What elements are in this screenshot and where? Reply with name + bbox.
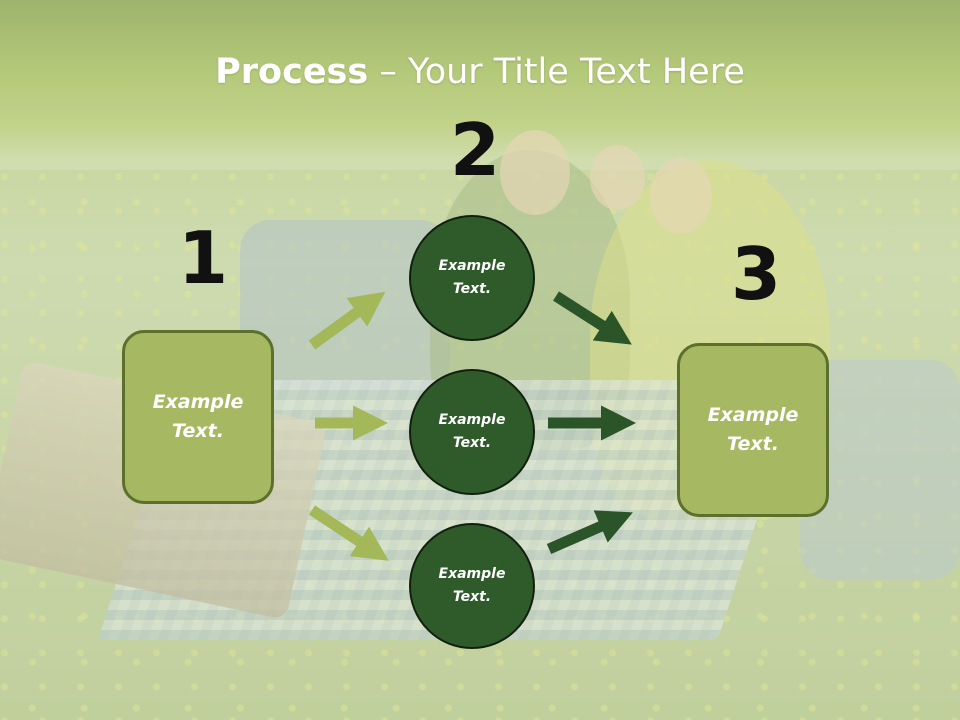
slide-title: Process – Your Title Text Here — [0, 52, 960, 92]
background-face-woman — [650, 158, 712, 234]
process-box-left: Example Text. — [122, 330, 274, 504]
process-box-right: Example Text. — [677, 343, 829, 517]
circle-3-line1: Example — [438, 566, 506, 582]
process-circle-3: Example Text. — [409, 523, 535, 649]
step-number-3: 3 — [731, 232, 782, 316]
step-number-1: 1 — [178, 216, 229, 300]
title-rest: – Your Title Text Here — [368, 52, 745, 92]
box-left-line2: Text. — [172, 420, 224, 442]
circle-1-line1: Example — [438, 258, 506, 274]
box-left-line1: Example — [152, 391, 244, 413]
box-right-line2: Text. — [727, 433, 779, 455]
arrow-circle-3-to-right — [546, 510, 633, 555]
circle-1-line2: Text. — [452, 281, 492, 297]
background-face-child — [590, 145, 645, 210]
process-circle-2: Example Text. — [409, 369, 535, 495]
box-right-line1: Example — [707, 404, 799, 426]
arrow-circle-1-to-right — [553, 291, 632, 345]
title-bold: Process — [215, 52, 369, 92]
circle-2-line1: Example — [438, 412, 506, 428]
circle-3-line2: Text. — [452, 589, 492, 605]
arrow-left-to-circle-3 — [308, 505, 389, 561]
arrow-left-to-circle-1 — [308, 291, 386, 350]
background-face-man — [500, 130, 570, 215]
circle-2-line2: Text. — [452, 435, 492, 451]
step-number-2: 2 — [450, 108, 501, 192]
process-circle-1: Example Text. — [409, 215, 535, 341]
